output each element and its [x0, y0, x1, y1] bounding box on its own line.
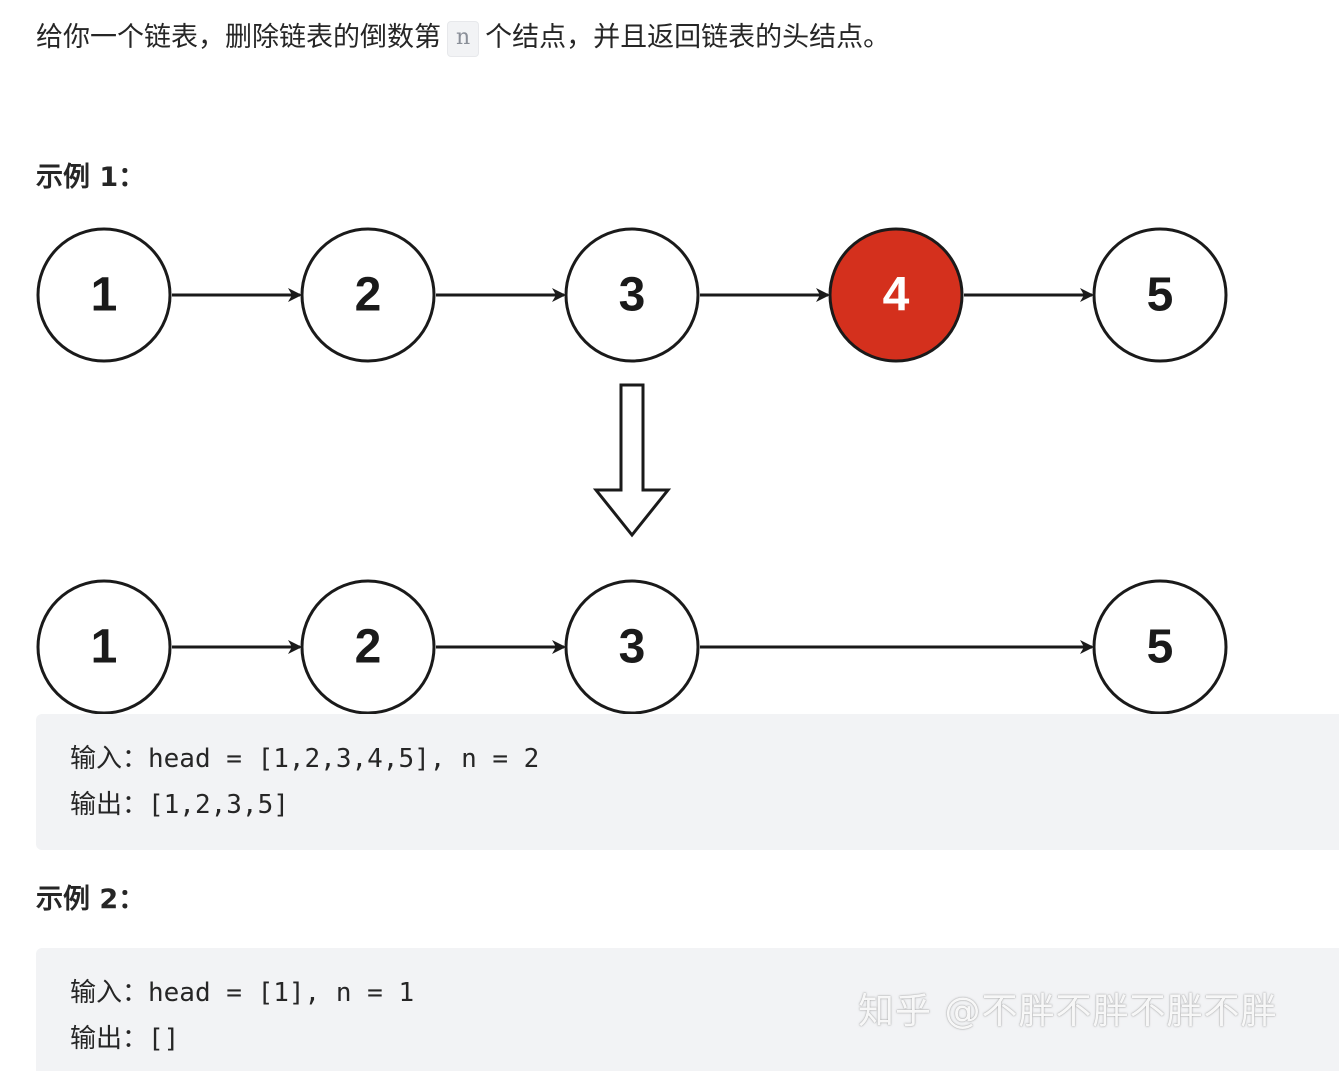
description-text-before: 给你一个链表，删除链表的倒数第	[36, 22, 441, 53]
node-before-3: 3	[564, 227, 700, 363]
example-2-input-line: 输入：head = [1], n = 1	[70, 978, 415, 1008]
node-label: 2	[355, 621, 382, 674]
node-label: 1	[91, 621, 118, 674]
node-before-1: 1	[36, 227, 172, 363]
node-before-5: 5	[1092, 227, 1228, 363]
node-label: 5	[1147, 621, 1174, 674]
node-label: 3	[619, 269, 646, 322]
node-label: 3	[619, 621, 646, 674]
example-2-code-block: 输入：head = [1], n = 1 输出：[]	[36, 948, 1339, 1071]
result-list-row: 1 2 3 5	[36, 579, 1228, 715]
example-1-code-block: 输入：head = [1,2,3,4,5], n = 2 输出：[1,2,3,5…	[36, 714, 1339, 850]
description-text-after: 个结点，并且返回链表的头结点。	[485, 22, 891, 53]
node-after-2: 2	[300, 579, 436, 715]
linked-list-diagram: 1 2 3 4 5	[0, 220, 1339, 720]
transform-down-arrow-icon	[592, 383, 672, 538]
node-after-5: 5	[1092, 579, 1228, 715]
node-label: 4	[883, 269, 910, 322]
example-2-heading: 示例 2：	[36, 884, 146, 915]
node-label: 5	[1147, 269, 1174, 322]
node-before-4-removed: 4	[828, 227, 964, 363]
example-1-heading: 示例 1：	[36, 162, 146, 193]
inline-code-n: n	[447, 21, 480, 57]
node-after-1: 1	[36, 579, 172, 715]
zhihu-watermark: 知乎 @不胖不胖不胖不胖	[858, 991, 1278, 1032]
node-label: 2	[355, 269, 382, 322]
node-before-2: 2	[300, 227, 436, 363]
example-1-input-line: 输入：head = [1,2,3,4,5], n = 2	[70, 744, 540, 774]
original-list-row: 1 2 3 4 5	[36, 227, 1228, 363]
node-after-3: 3	[564, 579, 700, 715]
node-label: 1	[91, 269, 118, 322]
example-1-output-line: 输出：[1,2,3,5]	[70, 790, 289, 820]
example-2-output-line: 输出：[]	[70, 1024, 180, 1054]
